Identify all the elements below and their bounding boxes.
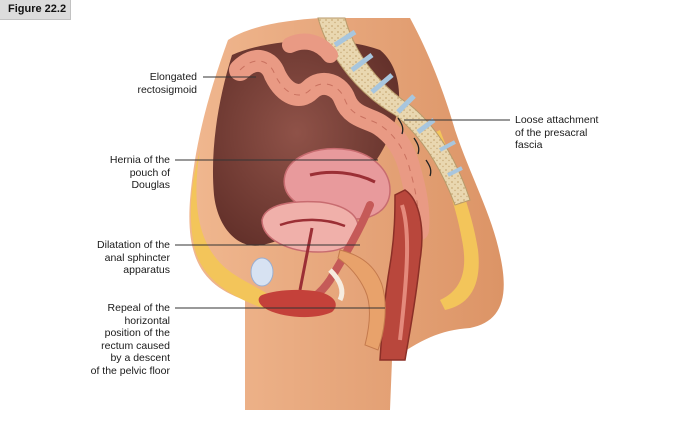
label-hernia-douglas: Hernia of the pouch of Douglas — [70, 154, 170, 192]
pubic-bone — [251, 258, 273, 286]
label-rectosigmoid: Elongated rectosigmoid — [100, 71, 197, 96]
label-presacral-fascia: Loose attachment of the presacral fascia — [515, 114, 635, 152]
label-rectum-repeal: Repeal of the horizontal position of the… — [50, 302, 170, 377]
label-anal-sphincter: Dilatation of the anal sphincter apparat… — [60, 239, 170, 277]
